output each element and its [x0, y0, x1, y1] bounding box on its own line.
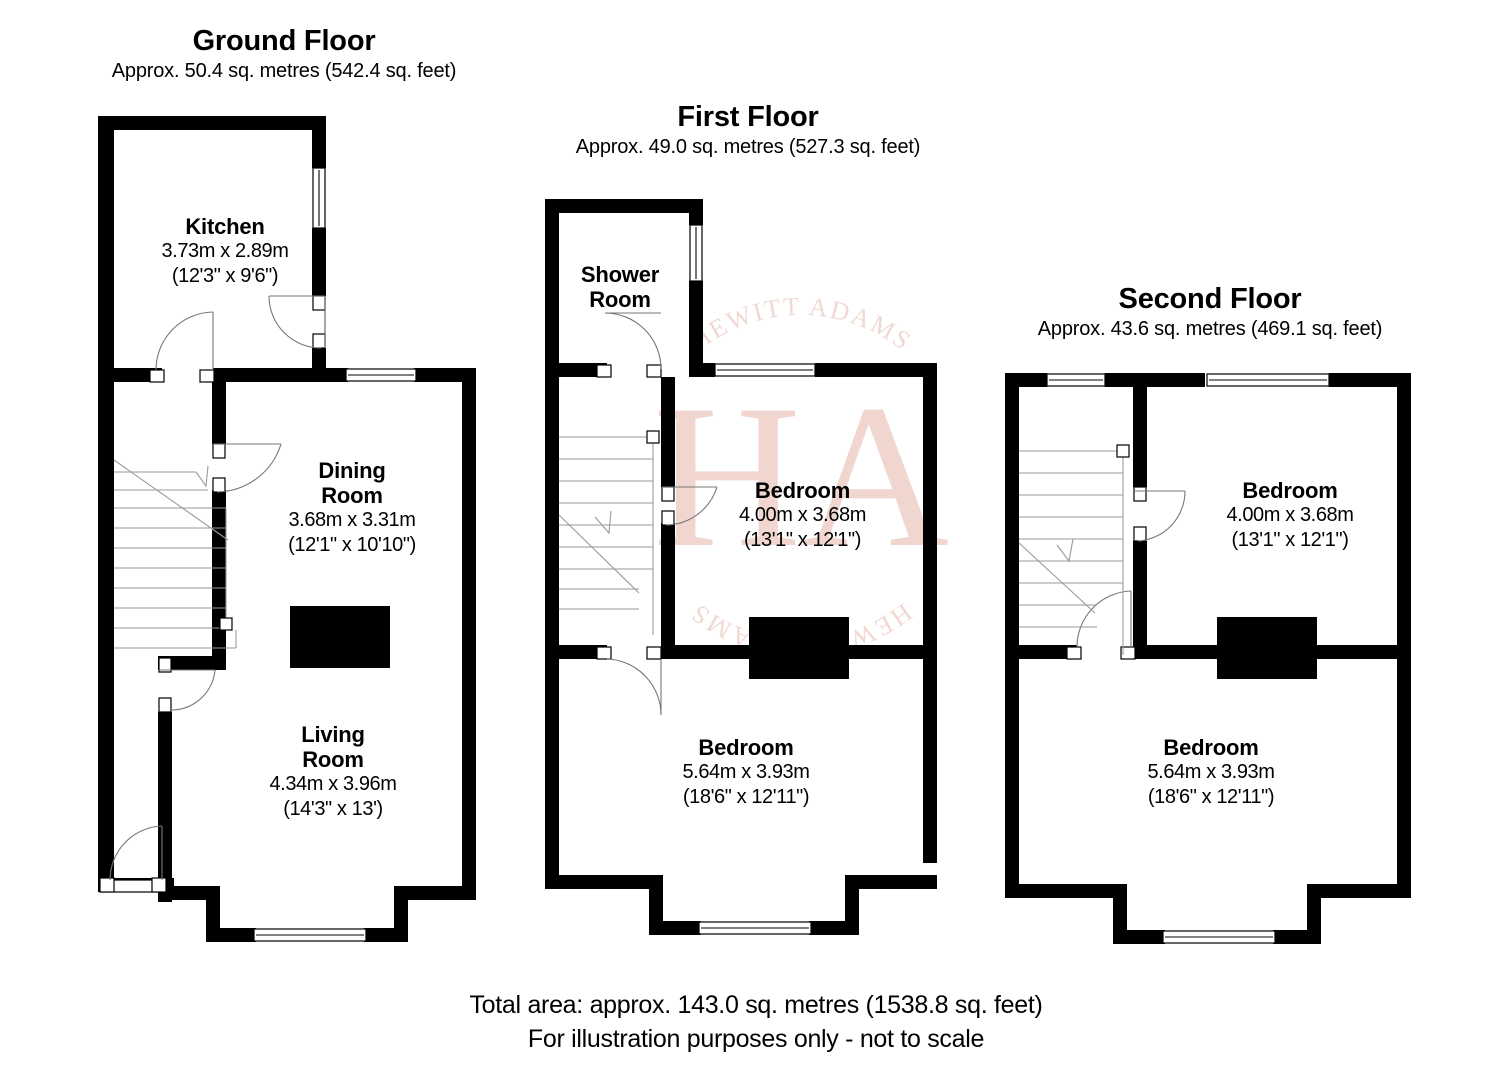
- footer: Total area: approx. 143.0 sq. metres (15…: [0, 988, 1512, 1056]
- chimney-breast: [290, 606, 390, 668]
- second-walls: [1005, 373, 1411, 944]
- ground-floor-heading: Ground Floor Approx. 50.4 sq. metres (54…: [84, 24, 484, 84]
- door-jamb: [312, 333, 326, 349]
- first-floor-plan: HEWITT ADAMS HEWITT ADAMS HA: [535, 185, 955, 970]
- ground-walls: [98, 116, 476, 942]
- door-jamb: [1120, 646, 1136, 660]
- ground-floor-area: Approx. 50.4 sq. metres (542.4 sq. feet): [111, 60, 457, 82]
- door-jamb: [312, 295, 326, 311]
- first-walls: [545, 199, 937, 935]
- first-floor-svg: HEWITT ADAMS HEWITT ADAMS HA: [545, 199, 949, 935]
- ground-floor-plan: [80, 100, 500, 970]
- first-floor-area: Approx. 49.0 sq. metres (527.3 sq. feet): [575, 136, 921, 158]
- door-jamb: [661, 486, 675, 502]
- door-jamb: [158, 657, 172, 673]
- door-jamb: [1133, 526, 1147, 542]
- second-staircase: [1018, 444, 1130, 655]
- door-jamb: [99, 877, 115, 893]
- door-jamb: [646, 646, 662, 660]
- watermark-monogram: HA: [653, 363, 949, 590]
- ground-doors: [99, 295, 326, 893]
- chimney-breast: [749, 617, 849, 679]
- door-jamb: [212, 477, 226, 493]
- first-windows: [689, 224, 816, 935]
- first-floor-heading: First Floor Approx. 49.0 sq. metres (527…: [548, 100, 948, 160]
- second-floor-plan: [995, 365, 1425, 970]
- second-doors: [1066, 486, 1186, 660]
- first-staircase: [558, 430, 660, 635]
- door-jamb: [661, 510, 675, 526]
- first-floor-title: First Floor: [677, 101, 819, 133]
- door-jamb: [646, 364, 662, 378]
- watermark-top-text: HEWITT ADAMS: [685, 292, 918, 357]
- door-jamb: [596, 364, 612, 378]
- door-jamb: [1133, 486, 1147, 502]
- second-floor-heading: Second Floor Approx. 43.6 sq. metres (46…: [1010, 282, 1410, 342]
- ground-windows: [99, 167, 417, 942]
- door-jamb: [149, 369, 165, 383]
- second-windows: [1046, 373, 1330, 944]
- first-doors: [596, 312, 718, 716]
- second-floor-title: Second Floor: [1118, 283, 1302, 315]
- door-jamb: [158, 697, 172, 713]
- ground-floor-svg: [98, 116, 476, 942]
- door-jamb: [212, 443, 226, 459]
- ground-staircase: [113, 459, 237, 649]
- door-jamb: [1066, 646, 1082, 660]
- footer-total-area: Total area: approx. 143.0 sq. metres (15…: [469, 991, 1043, 1019]
- footer-disclaimer: For illustration purposes only - not to …: [527, 1025, 985, 1053]
- chimney-breast: [1217, 617, 1317, 679]
- second-floor-area: Approx. 43.6 sq. metres (469.1 sq. feet): [1037, 318, 1383, 340]
- door-jamb: [596, 646, 612, 660]
- second-floor-svg: [1005, 373, 1411, 944]
- door-jamb: [151, 877, 167, 893]
- ground-floor-title: Ground Floor: [192, 25, 376, 57]
- door-jamb: [199, 369, 215, 383]
